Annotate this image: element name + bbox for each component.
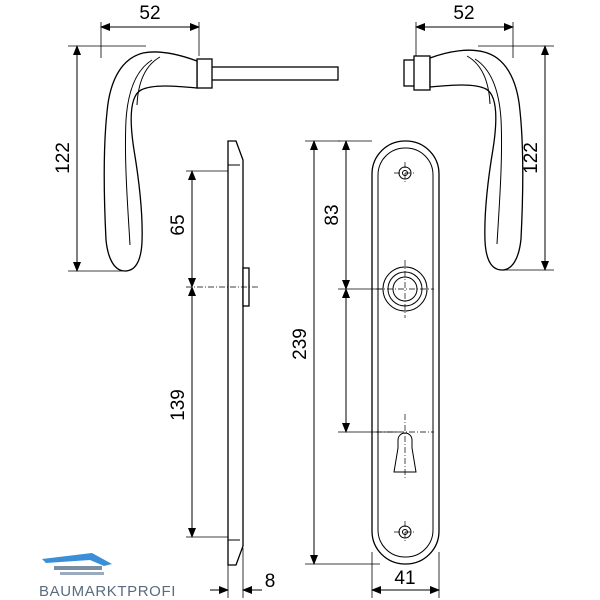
cylinder-keyhole [376, 414, 434, 478]
dim-plate-width: 41 [371, 552, 440, 598]
dim-label-239: 239 [290, 328, 311, 360]
right-handle-drawing [403, 49, 524, 271]
right-rose [413, 55, 431, 91]
dim-label-52-left: 52 [139, 3, 160, 24]
top-screw [394, 162, 416, 184]
right-lever [429, 49, 524, 271]
dim-label-122-right: 122 [521, 142, 542, 174]
dim-label-41: 41 [394, 568, 415, 589]
dim-label-83: 83 [322, 204, 343, 225]
side-plate [227, 140, 244, 566]
logo-roof-mark [42, 553, 112, 566]
spindle [209, 66, 339, 81]
dim-label-65: 65 [168, 214, 189, 235]
left-lever [103, 51, 198, 272]
dim-left-handle-width: 52 [100, 3, 200, 58]
dim-label-8: 8 [265, 571, 276, 592]
bottom-screw [394, 521, 416, 543]
handle-bearing [376, 260, 434, 318]
front-plate-outer [371, 140, 440, 565]
logo-bar-2 [60, 572, 104, 575]
dim-label-139: 139 [168, 389, 189, 421]
logo-text: BAUMARKTPROFI [39, 583, 176, 600]
dim-right-handle-width: 52 [415, 3, 514, 58]
baumarktprofi-logo: BAUMARKTPROFI [39, 553, 176, 600]
dim-label-122-left: 122 [53, 142, 74, 174]
dim-top-to-handle: 65 [168, 170, 228, 288]
dim-right-handle-height: 122 [478, 45, 554, 271]
left-rose [196, 58, 213, 89]
dim-label-52-right: 52 [453, 3, 474, 24]
dim-plate-length: 239 [290, 140, 380, 565]
left-handle-drawing [103, 51, 339, 272]
front-plate-drawing [371, 140, 440, 565]
dim-handle-to-bottom: 139 [168, 286, 228, 538]
side-plate-drawing [186, 140, 260, 566]
dim-left-handle-height: 122 [53, 45, 146, 272]
front-plate-inner [377, 147, 434, 558]
dim-plate-thickness: 8 [210, 548, 275, 598]
dim-handle-to-lock: 83 [322, 140, 398, 433]
logo-bar [54, 566, 102, 570]
